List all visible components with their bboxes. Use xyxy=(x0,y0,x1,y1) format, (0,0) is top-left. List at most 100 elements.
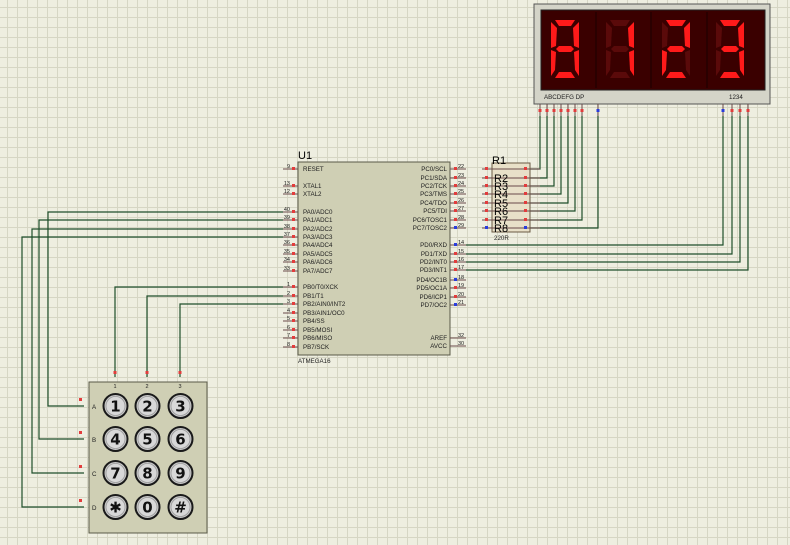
resistor-r2[interactable]: R2 xyxy=(482,173,540,185)
pin-name: PD2/INT0 xyxy=(420,259,448,266)
keypad-column-pin-1[interactable]: 1 xyxy=(113,371,117,390)
keypad-key-2[interactable]: 2 xyxy=(134,393,161,419)
pin-name: PA0/ADC0 xyxy=(303,209,333,216)
keypad-key-5[interactable]: 5 xyxy=(134,426,161,452)
display-digit-1 xyxy=(551,12,597,88)
keypad-key-8[interactable]: 8 xyxy=(134,460,161,486)
pin-number: 27 xyxy=(458,206,464,212)
segment-f xyxy=(551,22,557,48)
resistor-r3[interactable]: R3 xyxy=(482,181,540,193)
resistor-r7[interactable]: R7 xyxy=(482,215,540,227)
seven-segment-display[interactable]: ABCDEFG DP 1234 xyxy=(533,3,771,105)
segment-b xyxy=(684,22,690,48)
column-label: 1 xyxy=(114,384,117,390)
keypad-row-pin-c[interactable]: C xyxy=(79,465,97,478)
pin-number: 22 xyxy=(458,164,464,170)
keypad-row-pin-b[interactable]: B xyxy=(79,431,96,444)
keypad-key-7[interactable]: 7 xyxy=(102,460,129,486)
keypad-row-pin-a[interactable]: A xyxy=(79,398,97,411)
segment-c xyxy=(629,50,634,76)
pin-number: 20 xyxy=(458,292,464,298)
keypad-column-pin-3[interactable]: 3 xyxy=(178,371,182,390)
resistor-r1[interactable]: R1 xyxy=(482,155,540,170)
keypad-column-pin-2[interactable]: 2 xyxy=(145,371,149,390)
pin-name: PC7/TOSC2 xyxy=(413,225,448,232)
segment-g xyxy=(556,46,574,52)
pin-number: 3 xyxy=(287,299,290,305)
segment-c xyxy=(739,50,744,76)
resistor-r6[interactable]: R6 xyxy=(482,206,540,218)
keypad-key-star[interactable]: ✱ xyxy=(102,494,129,520)
segment-e xyxy=(551,50,556,76)
pin-number: 4 xyxy=(287,308,290,314)
display-digit-4 xyxy=(716,20,744,78)
keypad-key-6[interactable]: 6 xyxy=(167,426,194,452)
segment-f xyxy=(606,22,612,48)
pin-name: PC4/TDO xyxy=(420,200,447,207)
resistor-ref: R3 xyxy=(494,181,508,193)
keypad-row-pin-d[interactable]: D xyxy=(79,499,97,512)
resistor-ref: R7 xyxy=(494,215,508,227)
keypad-key-0[interactable]: 0 xyxy=(134,494,161,520)
resistor-r4[interactable]: R4 xyxy=(482,189,540,201)
digit-labels: 1234 xyxy=(729,94,743,101)
key-label: 7 xyxy=(110,465,120,483)
segment-g xyxy=(667,46,685,52)
pin-name: PB1/T1 xyxy=(303,293,324,300)
resistor-r5[interactable]: R5 xyxy=(482,198,540,210)
keypad-key-1[interactable]: 1 xyxy=(102,393,129,419)
keypad-key-3[interactable]: 3 xyxy=(167,393,194,419)
resistor-ref: R1 xyxy=(492,155,506,167)
mcu-part: ATMEGA16 xyxy=(298,358,331,365)
pin-name: RESET xyxy=(303,166,324,173)
resistor-r8[interactable]: R8 xyxy=(482,223,540,235)
keypad-key-4[interactable]: 4 xyxy=(102,426,129,452)
pin-name: PB0/T0/XCK xyxy=(303,284,339,291)
keypad-key-hash[interactable]: # xyxy=(167,494,194,520)
pin-name: PA6/ADC6 xyxy=(303,259,333,266)
pin-number: 35 xyxy=(284,249,290,255)
keypad-key-9[interactable]: 9 xyxy=(167,460,194,486)
